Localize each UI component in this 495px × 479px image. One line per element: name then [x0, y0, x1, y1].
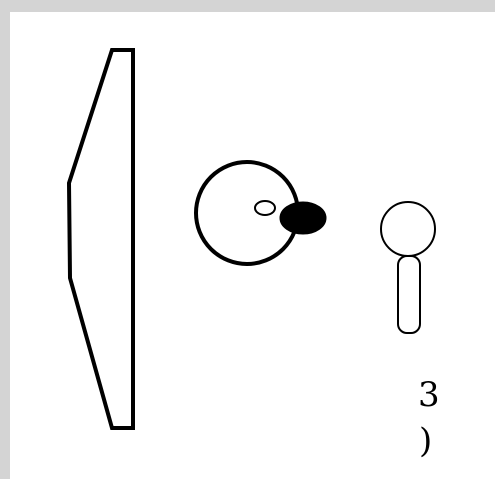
figure-label-number: 3: [418, 378, 440, 412]
pupil-dot-icon: [280, 202, 326, 234]
figure-label-paren: ): [419, 424, 432, 458]
lollipop-head-icon: [381, 202, 435, 256]
lollipop-stick-icon: [398, 256, 420, 333]
mirror-shape-icon: [69, 50, 133, 428]
highlight-ellipse-icon: [255, 201, 275, 215]
